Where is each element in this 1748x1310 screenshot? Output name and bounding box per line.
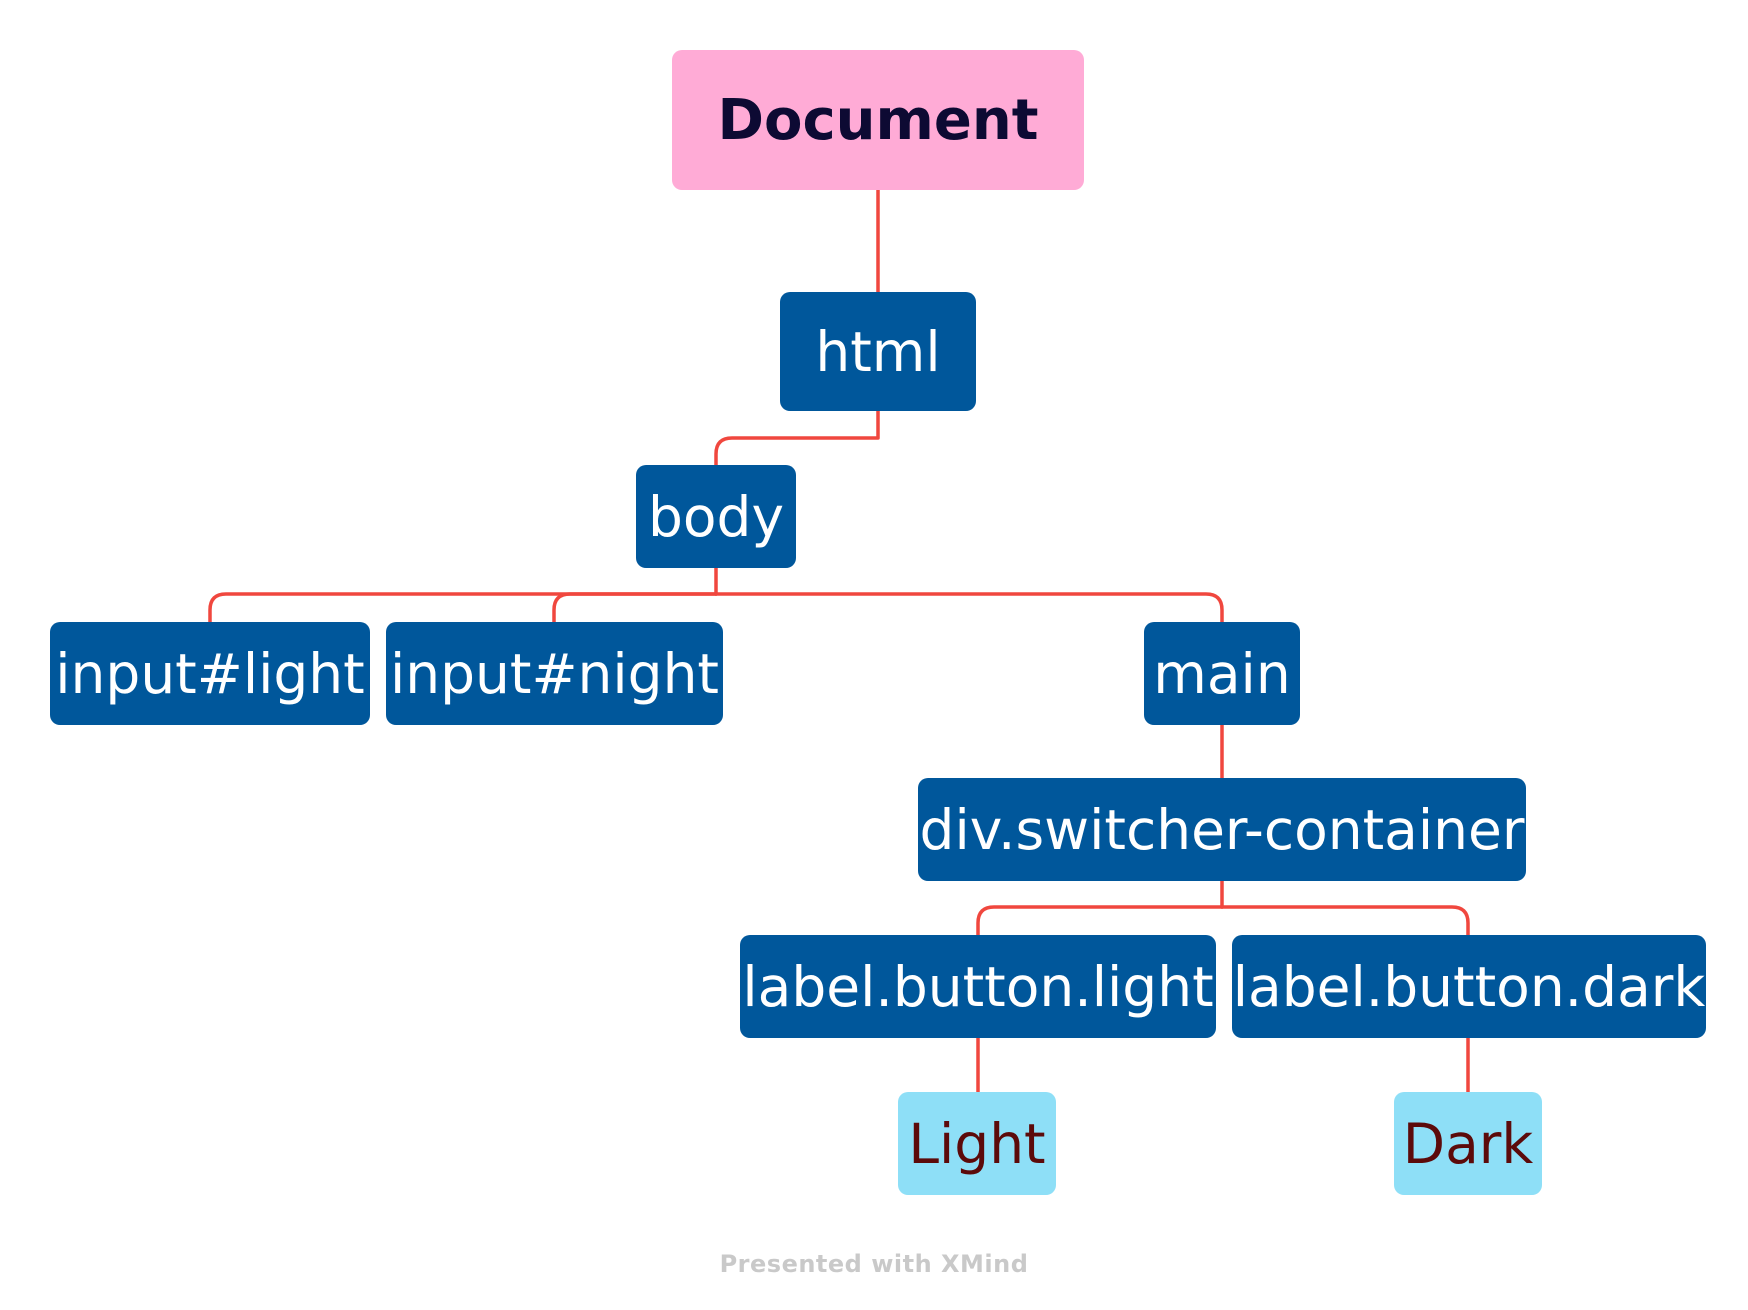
node-label-button-light: label.button.light xyxy=(740,935,1216,1038)
connector-body-input-light xyxy=(208,592,718,624)
node-switcher-container: div.switcher-container xyxy=(918,778,1526,881)
node-body: body xyxy=(636,465,796,568)
connector-switcher-label-light xyxy=(976,905,1224,937)
connector-body-main xyxy=(714,592,1224,624)
node-text-light: Light xyxy=(898,1092,1056,1195)
node-document: Document xyxy=(672,50,1084,190)
connector-html-body xyxy=(714,409,880,467)
connector-switcher-label-dark xyxy=(1220,905,1470,937)
node-input-light: input#light xyxy=(50,622,370,725)
node-text-dark: Dark xyxy=(1394,1092,1542,1195)
connector-body-input-night xyxy=(552,592,718,624)
footer-credit: Presented with XMind xyxy=(719,1250,1029,1278)
node-label-button-dark: label.button.dark xyxy=(1232,935,1706,1038)
node-input-night: input#night xyxy=(386,622,723,725)
node-html: html xyxy=(780,292,976,411)
node-main: main xyxy=(1144,622,1300,725)
